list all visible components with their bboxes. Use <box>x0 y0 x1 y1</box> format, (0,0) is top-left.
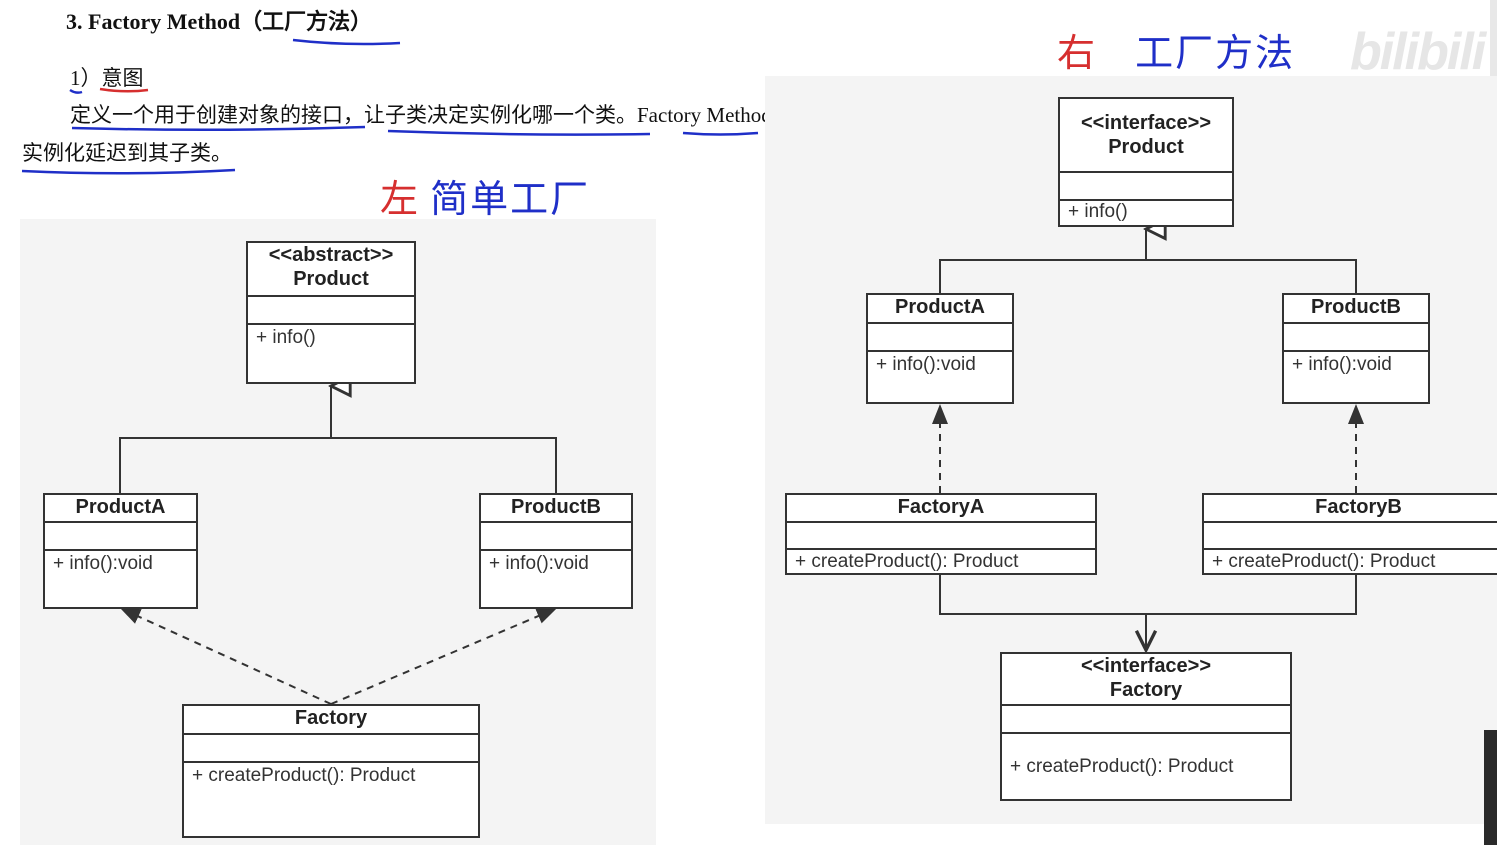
right-product-attributes <box>1060 173 1232 201</box>
note-right-blue: 工厂方法 <box>1135 31 1296 75</box>
right-product-interface: <<interface>> Product + info() <box>1058 97 1234 227</box>
video-overlay-thumbnail <box>1484 730 1497 845</box>
left-factory-name: Factory <box>184 706 478 735</box>
left-product-attributes <box>248 297 414 325</box>
right-factory-header: <<interface>> Factory <box>1002 654 1290 706</box>
handwritten-note-left: 左 简单工厂 <box>380 168 590 223</box>
right-product-b-class: ProductB + info():void <box>1282 293 1430 404</box>
right-factory-a-name: FactoryA <box>787 495 1095 523</box>
left-factory-operation: + createProduct(): Product <box>192 765 416 786</box>
left-product-stereotype: <<abstract>> <box>268 244 394 266</box>
edge-strip <box>1490 0 1497 90</box>
right-factory-b-class: FactoryB + createProduct(): Product <box>1202 493 1497 575</box>
right-factory-a-operation: + createProduct(): Product <box>795 551 1019 572</box>
left-product-b-attributes <box>481 523 631 551</box>
left-product-class: <<abstract>> Product + info() <box>246 241 416 384</box>
right-factory-b-operation: + createProduct(): Product <box>1212 551 1436 572</box>
left-dependency-edges <box>120 608 557 705</box>
left-product-a-name: ProductA <box>45 495 196 523</box>
note-right-red: 右 <box>1057 31 1096 75</box>
right-factory-stereotype: <<interface>> <box>1080 655 1212 677</box>
definition-line-1: 定义一个用于创建对象的接口，让子类决定实例化哪一个类。Factory Metho… <box>70 103 882 127</box>
left-factory-class: Factory + createProduct(): Product <box>182 704 480 838</box>
section-heading: 3. Factory Method（工厂方法） <box>66 4 372 36</box>
right-product-a-class: ProductA + info():void <box>866 293 1014 404</box>
right-product-operation: + info() <box>1068 201 1128 222</box>
right-factory-b-name: FactoryB <box>1204 495 1497 523</box>
intent-label: 1）意图 <box>70 66 144 90</box>
note-left-blue: 简单工厂 <box>430 177 591 221</box>
right-product-stereotype: <<interface>> <box>1080 112 1212 134</box>
right-product-b-operation: + info():void <box>1292 354 1392 375</box>
note-left-red: 左 <box>380 177 419 221</box>
right-factory-attributes <box>1002 706 1290 734</box>
right-factory-a-attributes <box>787 523 1095 550</box>
left-product-b-name: ProductB <box>481 495 631 523</box>
left-product-a-operation: + info():void <box>53 553 153 574</box>
heading-title-zh: （工厂方法） <box>240 9 373 34</box>
right-product-name: Product <box>1108 136 1184 158</box>
right-product-a-operation: + info():void <box>876 354 976 375</box>
right-product-a-name: ProductA <box>868 295 1012 324</box>
left-inheritance-edges <box>119 386 557 494</box>
heading-title-en: Factory Method <box>88 9 241 34</box>
right-inheritance-edges <box>939 229 1357 294</box>
right-factory-interface: <<interface>> Factory + createProduct():… <box>1000 652 1292 801</box>
handwritten-note-right: 右 工厂方法 <box>1057 22 1295 77</box>
right-factory-name: Factory <box>1109 679 1183 701</box>
right-product-b-attributes <box>1284 324 1428 352</box>
heading-number: 3. <box>66 9 83 34</box>
left-factory-attributes <box>184 735 478 763</box>
left-product-b-class: ProductB + info():void <box>479 493 633 609</box>
video-watermark: bilibili <box>1350 23 1486 81</box>
left-product-header: <<abstract>> Product <box>248 243 414 297</box>
right-factory-a-class: FactoryA + createProduct(): Product <box>785 493 1097 575</box>
left-product-a-attributes <box>45 523 196 551</box>
left-product-operation: + info() <box>256 327 316 348</box>
right-factory-b-attributes <box>1204 523 1497 550</box>
right-dependency-edges <box>932 404 1364 493</box>
right-factory-operation: + createProduct(): Product <box>1010 756 1234 777</box>
right-product-header: <<interface>> Product <box>1060 99 1232 173</box>
right-product-a-attributes <box>868 324 1012 352</box>
left-product-b-operation: + info():void <box>489 553 589 574</box>
left-product-a-class: ProductA + info():void <box>43 493 198 609</box>
right-factory-edges <box>939 574 1357 650</box>
left-product-name: Product <box>293 268 369 290</box>
definition-line-2: 实例化延迟到其子类。 <box>22 141 232 165</box>
right-product-b-name: ProductB <box>1284 295 1428 324</box>
